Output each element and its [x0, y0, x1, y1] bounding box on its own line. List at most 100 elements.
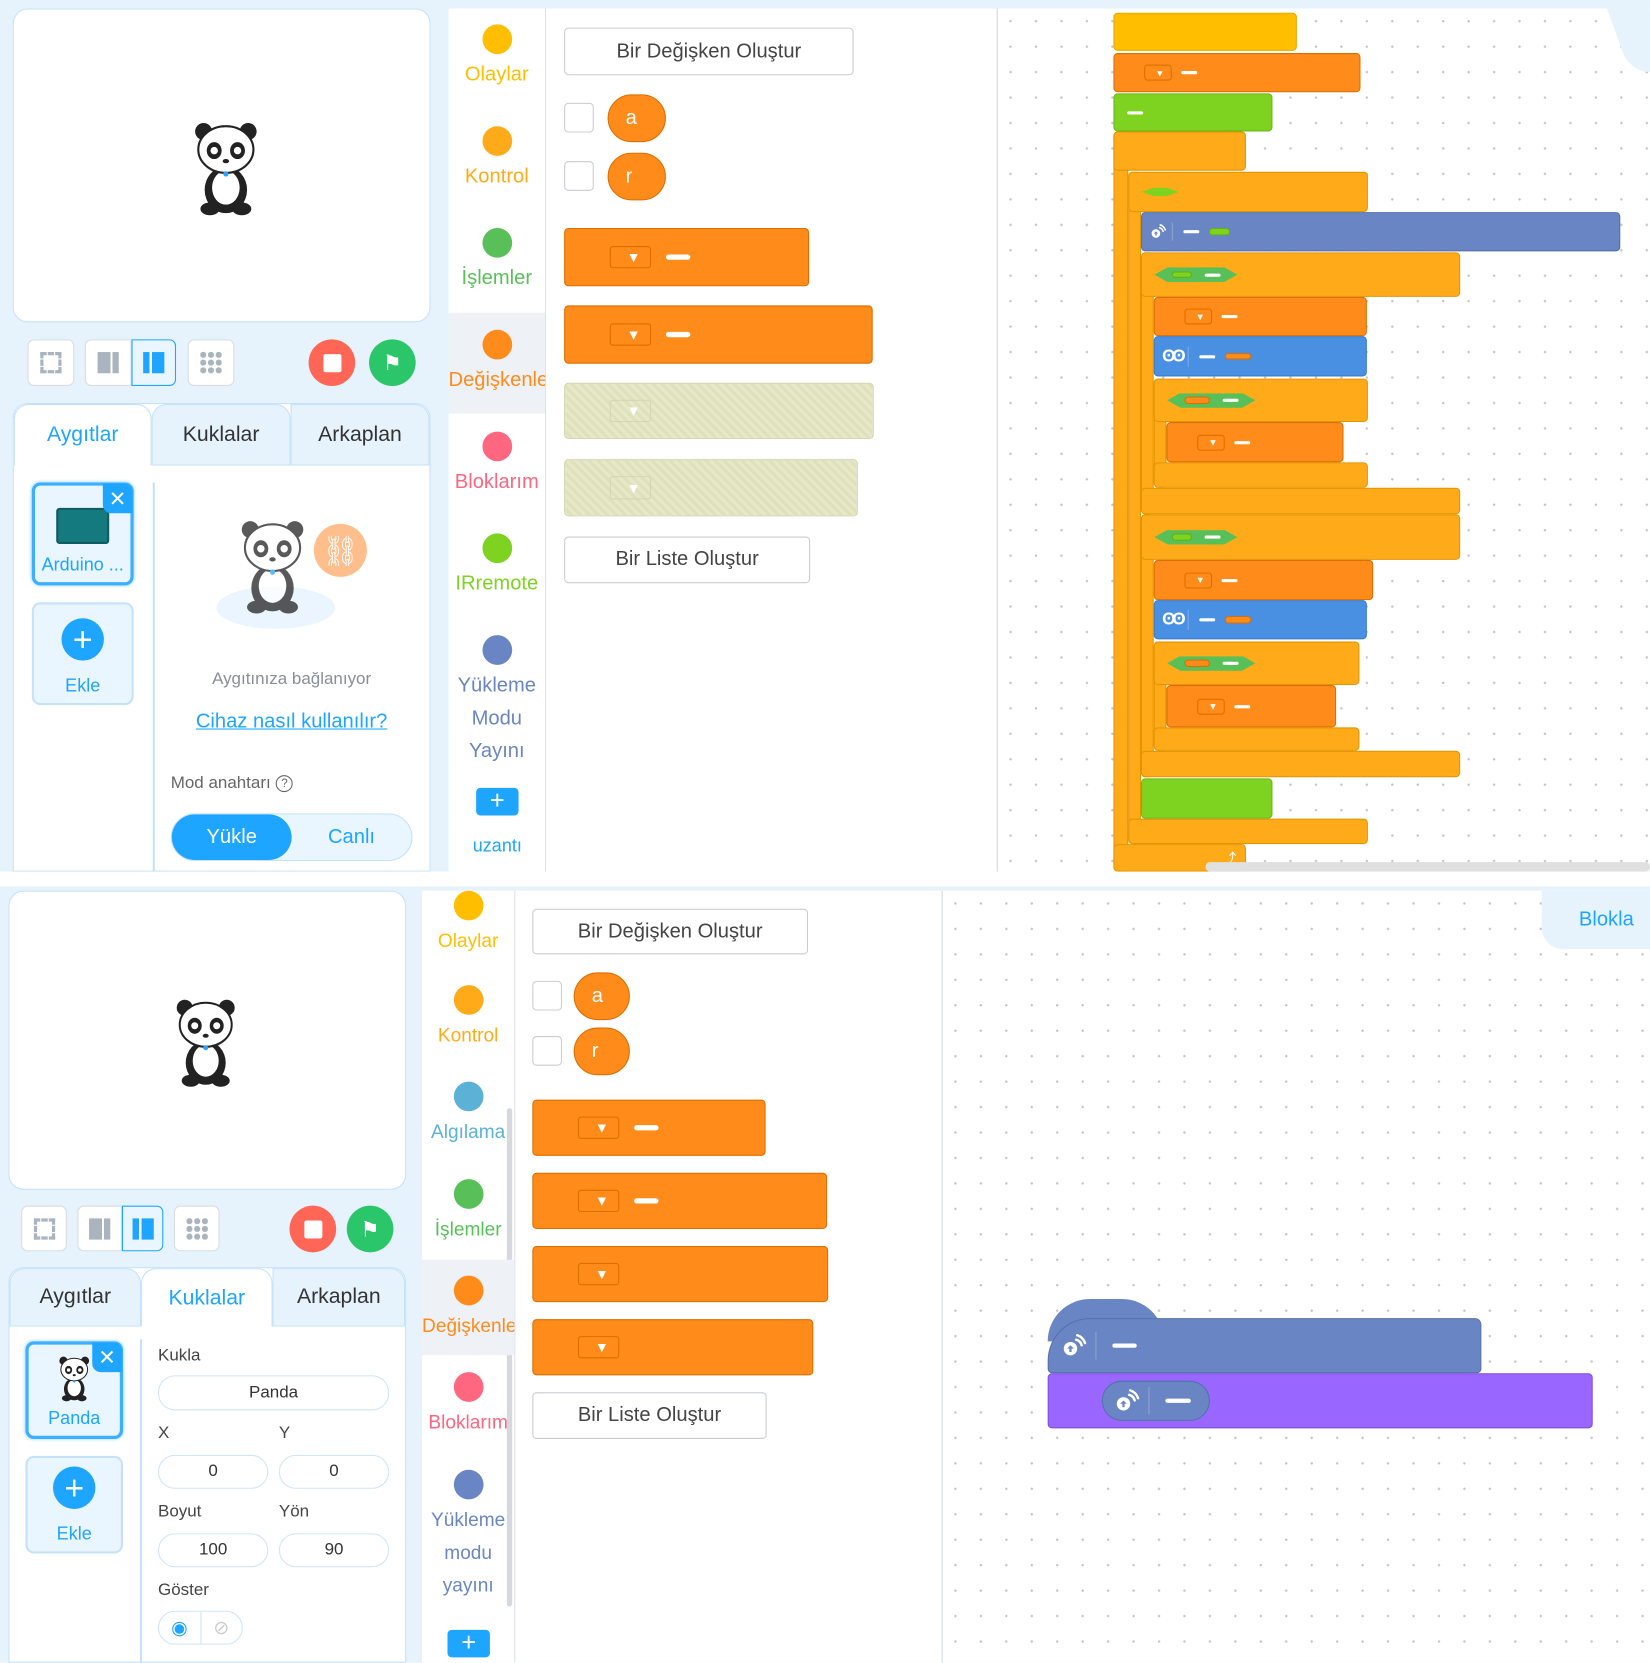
code-block[interactable]: ▼ — [564, 227, 810, 287]
code-block[interactable] — [1113, 131, 1246, 171]
add-device-button[interactable]: + Ekle — [31, 602, 134, 706]
variable-checkbox[interactable] — [564, 102, 594, 133]
variable-dropdown[interactable]: ▼ — [609, 399, 651, 423]
number-input[interactable] — [1221, 314, 1238, 319]
normal-stage-button[interactable] — [131, 339, 177, 386]
code-block[interactable]: ʘʘ — [1153, 600, 1367, 640]
code-block[interactable] — [1047, 1318, 1482, 1374]
stop-button[interactable] — [289, 1205, 337, 1253]
add-sprite-button[interactable]: + Ekle — [25, 1455, 124, 1554]
number-input[interactable] — [1234, 440, 1251, 444]
number-input[interactable] — [1112, 1343, 1137, 1349]
variable-reporter[interactable] — [1224, 616, 1251, 624]
code-block[interactable]: ▼ — [564, 459, 858, 517]
category-1[interactable]: Kontrol — [449, 126, 545, 193]
number-input[interactable] — [1198, 354, 1215, 358]
number-input[interactable] — [1221, 578, 1238, 582]
variable-checkbox[interactable] — [532, 1036, 563, 1066]
category-6[interactable]: Yükleme Modu Yayını — [449, 635, 545, 768]
category-2[interactable]: Algılama — [422, 1081, 514, 1149]
variable-reporter-r[interactable]: r — [607, 152, 666, 201]
variable-dropdown[interactable]: ▼ — [577, 1335, 619, 1359]
boolean-condition[interactable] — [1167, 656, 1255, 671]
number-input[interactable] — [1183, 230, 1199, 234]
panda-sprite[interactable] — [171, 993, 241, 1088]
stage[interactable] — [8, 890, 407, 1190]
variable-reporter[interactable] — [1184, 397, 1210, 404]
code-block[interactable]: ▼ — [532, 1172, 828, 1230]
code-block[interactable] — [1153, 378, 1368, 423]
number-input[interactable] — [1234, 704, 1251, 708]
variable-dropdown[interactable]: ▼ — [609, 323, 651, 346]
variable-dropdown[interactable]: ▼ — [577, 1262, 619, 1286]
category-3[interactable]: Değişkenler — [448, 312, 546, 414]
number-input[interactable] — [1181, 71, 1198, 75]
variable-dropdown[interactable]: ▼ — [609, 476, 651, 500]
variable-dropdown[interactable]: ▼ — [609, 245, 651, 269]
variable-dropdown[interactable]: ▼ — [1183, 308, 1212, 325]
code-block[interactable] — [1047, 1373, 1593, 1429]
panda-sprite[interactable] — [189, 116, 263, 217]
category-5[interactable]: Bloklarım — [422, 1372, 514, 1439]
tab-sprites[interactable]: Kuklalar — [141, 1268, 273, 1327]
remove-device-icon[interactable]: ✕ — [102, 483, 133, 514]
make-variable-button[interactable]: Bir Değişken Oluştur — [532, 908, 809, 955]
tab-devices[interactable]: Aygıtlar — [9, 1268, 142, 1327]
make-list-button[interactable]: Bir Liste Oluştur — [532, 1392, 767, 1439]
code-block[interactable]: ▼ — [564, 382, 874, 440]
code-block[interactable] — [1113, 93, 1273, 132]
number-input[interactable] — [1204, 273, 1220, 276]
code-workspace[interactable]: ▼▼ʘʘ▼▼ʘʘ▼⤴ — [997, 6, 1650, 872]
number-input[interactable] — [1222, 662, 1238, 665]
category-3[interactable]: İşlemler — [422, 1179, 514, 1246]
code-block[interactable] — [1140, 514, 1461, 560]
variable-dropdown[interactable]: ▼ — [577, 1116, 619, 1140]
category-6[interactable]: Yükleme modu yayını — [422, 1469, 514, 1603]
variable-reporter-a[interactable]: a — [573, 972, 630, 1021]
grid-view-button[interactable] — [187, 339, 235, 386]
code-block[interactable]: ▼ — [1153, 559, 1374, 601]
code-block[interactable]: ▼ — [532, 1319, 814, 1376]
code-block[interactable]: ▼ — [532, 1099, 766, 1156]
fullscreen-button[interactable] — [21, 1205, 67, 1252]
variable-reporter-r[interactable]: r — [573, 1027, 630, 1076]
code-block[interactable]: ▼ — [1113, 53, 1361, 93]
grid-view-button[interactable] — [173, 1205, 220, 1252]
code-block[interactable] — [1140, 252, 1461, 297]
category-0[interactable]: Olaylar — [422, 890, 514, 958]
category-1[interactable]: Kontrol — [422, 985, 514, 1052]
direction-input[interactable]: 90 — [278, 1533, 390, 1568]
normal-stage-button[interactable] — [121, 1205, 164, 1252]
tab-devices[interactable]: Aygıtlar — [13, 404, 152, 466]
mode-live-option[interactable]: Canlı — [327, 825, 376, 848]
tab-backdrop[interactable]: Arkaplan — [272, 1268, 406, 1327]
stop-button[interactable] — [308, 339, 356, 386]
help-icon[interactable]: ? — [276, 775, 293, 793]
blocks-tab[interactable]: Blokla — [1541, 890, 1650, 950]
variable-reporter[interactable] — [1224, 352, 1251, 360]
go-button[interactable]: ⚑ — [346, 1205, 394, 1253]
number-input[interactable] — [1222, 399, 1238, 402]
code-block[interactable] — [1140, 212, 1621, 252]
mode-upload-option[interactable]: Yükle — [171, 814, 292, 860]
code-block[interactable]: ▼ — [1153, 296, 1367, 337]
device-card-arduino[interactable]: Arduino ... ✕ — [31, 482, 134, 586]
variable-dropdown[interactable]: ▼ — [1196, 434, 1225, 451]
mode-toggle[interactable]: Yükle Canlı — [170, 813, 413, 862]
code-block[interactable] — [1153, 641, 1360, 686]
variable-dropdown[interactable]: ▼ — [1143, 64, 1172, 81]
variable-checkbox[interactable] — [532, 980, 563, 1011]
broadcast-message-reporter[interactable] — [1101, 1381, 1211, 1421]
small-stage-button[interactable] — [77, 1205, 122, 1252]
value-reporter[interactable] — [1208, 228, 1230, 236]
boolean-condition[interactable] — [1154, 530, 1237, 545]
code-block[interactable] — [1113, 12, 1297, 51]
y-input[interactable]: 0 — [278, 1454, 390, 1489]
show-eye-icon[interactable]: ◉ — [159, 1611, 201, 1644]
variable-reporter[interactable] — [1184, 660, 1210, 667]
number-input[interactable] — [634, 1125, 659, 1131]
category-scrollbar[interactable] — [506, 1108, 513, 1607]
code-block[interactable]: ▼ — [1166, 685, 1337, 728]
make-variable-button[interactable]: Bir Değişken Oluştur — [564, 27, 854, 76]
tab-backdrop[interactable]: Arkaplan — [290, 404, 430, 466]
